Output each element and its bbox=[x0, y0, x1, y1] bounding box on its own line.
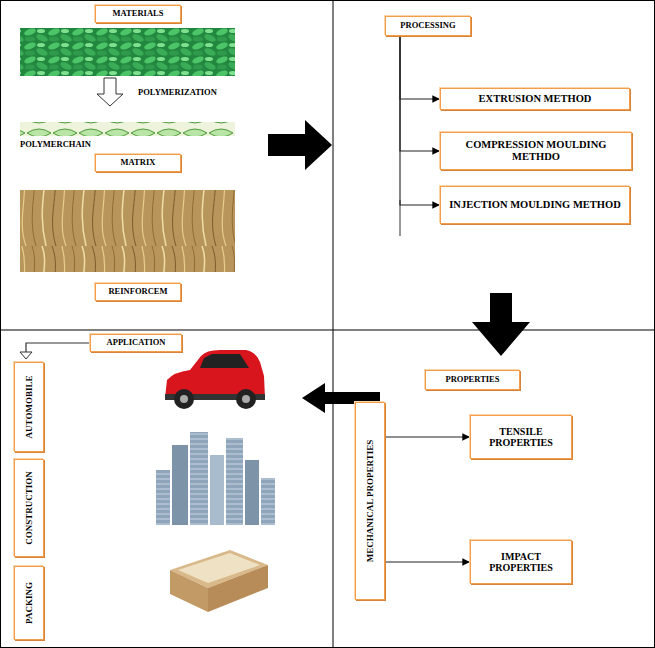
fiber-picture bbox=[20, 190, 235, 272]
process-box: INJECTION MOULDING METHOD bbox=[440, 186, 630, 224]
box-label: PROPERTIES bbox=[441, 375, 503, 385]
quadrant-divider bbox=[333, 0, 334, 648]
box-label: AUTOMOBILE bbox=[24, 376, 34, 439]
tag-box: REINFORCEM bbox=[95, 283, 181, 301]
car-window bbox=[200, 354, 249, 368]
building bbox=[210, 455, 224, 525]
box-label: PROCESSING bbox=[396, 21, 459, 31]
polymer-chain-picture bbox=[20, 122, 235, 136]
vertical-box: PACKING bbox=[14, 566, 44, 640]
connector-arrow bbox=[400, 36, 440, 151]
connector-arrow bbox=[400, 36, 440, 205]
tag-box: MATERIALS bbox=[95, 5, 181, 23]
box-label: MATERIALS bbox=[109, 9, 168, 19]
building bbox=[172, 445, 188, 525]
car-hub bbox=[242, 395, 250, 403]
box-label: TENSILE PROPERTIES bbox=[471, 426, 571, 449]
pellets-picture bbox=[20, 28, 235, 76]
box-label: CONSTRUCTION bbox=[24, 471, 34, 545]
box-label: PACKING bbox=[24, 582, 34, 624]
box-front bbox=[170, 570, 208, 612]
quadrant-divider bbox=[0, 330, 655, 331]
block-arrow bbox=[472, 293, 530, 356]
building bbox=[226, 438, 243, 525]
box-label: MATRIX bbox=[117, 158, 160, 168]
box-label: COMPRESSION MOULDING METHDO bbox=[441, 139, 631, 163]
connector-arrow bbox=[385, 561, 470, 562]
hook-arrow-head bbox=[20, 352, 32, 359]
caption-label: POLYMERIZATION bbox=[138, 87, 217, 97]
tag-box: APPLICATION bbox=[90, 334, 182, 352]
box-label: EXTRUSION METHOD bbox=[475, 93, 596, 105]
building bbox=[261, 478, 275, 525]
vertical-box: CONSTRUCTION bbox=[14, 459, 44, 557]
hook-arrow bbox=[26, 343, 90, 352]
building bbox=[156, 470, 170, 525]
connector-arrow bbox=[400, 36, 440, 99]
property-box: TENSILE PROPERTIES bbox=[470, 415, 572, 459]
tag-box: PROCESSING bbox=[385, 16, 471, 36]
property-box: IMPACT PROPERTIES bbox=[470, 540, 572, 584]
tag-box: MATRIX bbox=[95, 154, 181, 172]
block-arrow bbox=[268, 120, 332, 170]
building bbox=[190, 432, 208, 525]
hollow-arrow bbox=[97, 78, 123, 106]
vertical-box: MECHANICAL PROPERTIES bbox=[355, 402, 385, 600]
car-hub bbox=[180, 395, 188, 403]
process-box: EXTRUSION METHOD bbox=[440, 88, 630, 110]
car-wheel bbox=[236, 389, 256, 409]
building bbox=[245, 460, 259, 525]
caption-label: POLYMERCHAIN bbox=[20, 139, 91, 149]
box-label: REINFORCEM bbox=[104, 287, 171, 297]
box-label: APPLICATION bbox=[103, 338, 170, 348]
box-label: IMPACT PROPERTIES bbox=[471, 551, 571, 574]
car-wheel bbox=[174, 389, 194, 409]
connector-arrow bbox=[385, 436, 470, 437]
box-label: INJECTION MOULDING METHOD bbox=[445, 199, 625, 211]
box-label: MECHANICAL PROPERTIES bbox=[365, 440, 375, 562]
vertical-box: AUTOMOBILE bbox=[14, 362, 44, 452]
chain-band bbox=[20, 122, 235, 136]
tag-box: PROPERTIES bbox=[425, 370, 520, 390]
process-box: COMPRESSION MOULDING METHDO bbox=[440, 132, 632, 170]
box-side bbox=[208, 565, 268, 612]
fiber-ground bbox=[20, 190, 235, 272]
